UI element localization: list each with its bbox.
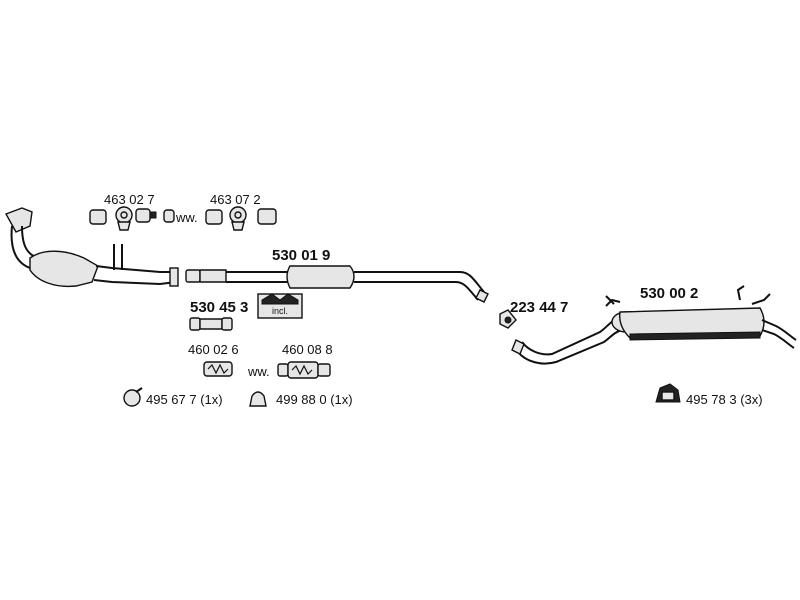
flex-joint-460026-icon[interactable] <box>203 361 233 377</box>
clamp-463027-label: 463 02 7 <box>104 192 155 207</box>
or-label-lower: ww. <box>247 364 270 379</box>
or-label-upper: ww. <box>175 210 198 225</box>
ring-499880-icon[interactable] <box>249 391 267 407</box>
middle-muffler-530019[interactable] <box>185 265 489 303</box>
clamp-463072-label: 463 07 2 <box>210 192 261 207</box>
catalytic-converter-assembly[interactable] <box>4 207 179 288</box>
rear-muffler-530002-label: 530 00 2 <box>640 285 698 302</box>
clamp-connector-icon <box>163 209 175 223</box>
rear-muffler-530002[interactable] <box>511 285 797 365</box>
flex-460026-label: 460 02 6 <box>188 342 239 357</box>
rubber-mount-495783-label: 495 78 3 (3x) <box>686 392 763 407</box>
pipe-530453[interactable] <box>189 317 233 331</box>
clamp-463027-icon[interactable] <box>89 206 157 231</box>
connector-223447-icon[interactable] <box>499 309 517 329</box>
ring-495677-icon[interactable] <box>123 387 143 407</box>
ring-495677-label: 495 67 7 (1x) <box>146 392 223 407</box>
middle-muffler-530019-label: 530 01 9 <box>272 247 330 264</box>
rubber-mount-495783-icon[interactable] <box>655 383 681 403</box>
incl-clamp-kit-icon: incl. <box>257 293 303 319</box>
clamp-463072-icon[interactable] <box>205 206 277 231</box>
incl-note: incl. <box>272 306 288 316</box>
ring-499880-label: 499 88 0 (1x) <box>276 392 353 407</box>
flex-460088-label: 460 08 8 <box>282 342 333 357</box>
pipe-530453-label: 530 45 3 <box>190 299 248 316</box>
connector-223447-label: 223 44 7 <box>510 299 568 316</box>
flex-joint-460088-icon[interactable] <box>277 361 331 379</box>
